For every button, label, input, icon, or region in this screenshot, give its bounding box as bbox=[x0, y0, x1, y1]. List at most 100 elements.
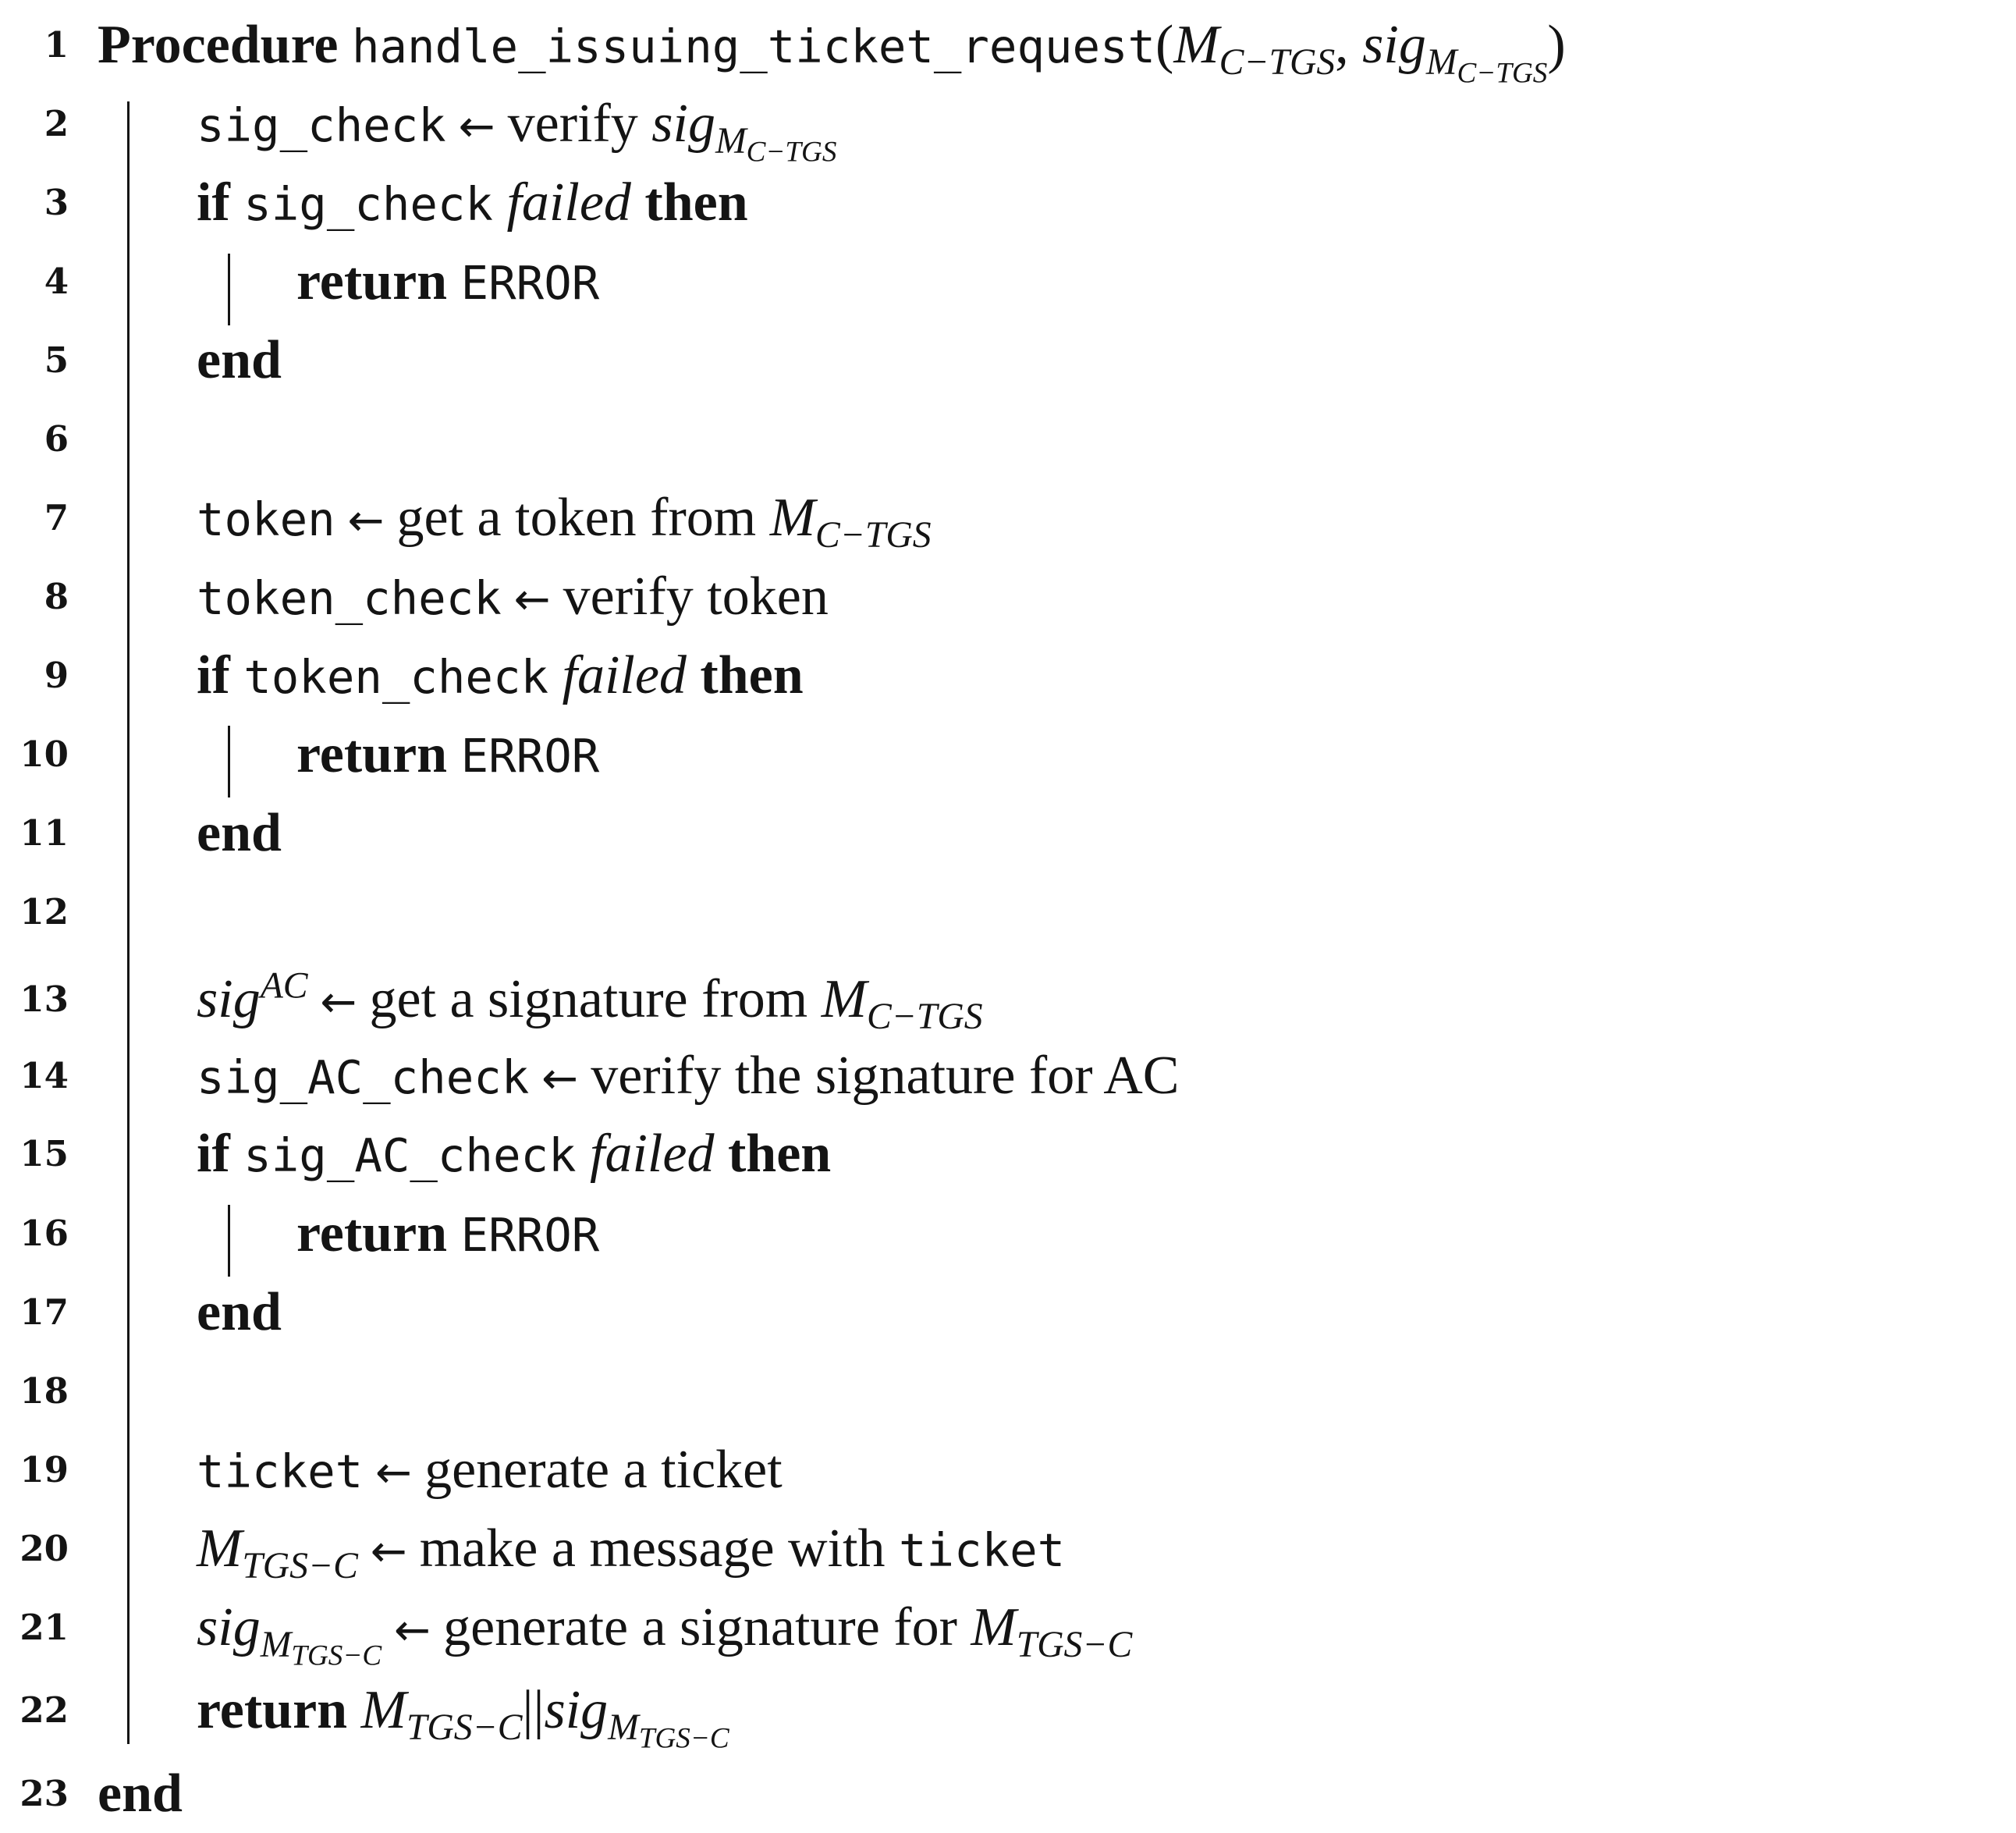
variable: ticket bbox=[898, 1523, 1066, 1577]
statement-text: make a message with bbox=[419, 1519, 886, 1579]
algorithm-line: 11 end bbox=[0, 794, 2016, 872]
algorithm-line: 3 if sig_check failed then bbox=[0, 163, 2016, 242]
close-paren: ) bbox=[1547, 15, 1566, 75]
variable: token bbox=[197, 492, 335, 546]
line-number: 12 bbox=[20, 891, 69, 932]
variable: sig_check bbox=[243, 177, 493, 231]
if-body-rule bbox=[228, 726, 230, 797]
algorithm-line: 4 return ERROR bbox=[0, 242, 2016, 321]
statement-text: verify bbox=[507, 94, 638, 154]
algorithm-line: 17 end bbox=[0, 1273, 2016, 1352]
then-keyword: then bbox=[700, 645, 804, 705]
concat-operator: || bbox=[522, 1680, 545, 1740]
statement-text: generate a ticket bbox=[424, 1440, 783, 1500]
end-keyword: end bbox=[197, 1282, 282, 1342]
algorithm-line: 22 return MTGS−C||sigMTGS−C bbox=[0, 1671, 2016, 1755]
failed-text: failed bbox=[562, 645, 687, 705]
if-body-rule bbox=[228, 1205, 230, 1277]
line-number: 3 bbox=[44, 182, 69, 223]
failed-text: failed bbox=[590, 1124, 715, 1184]
math-symbol: MC−TGS bbox=[1173, 15, 1336, 83]
error-value: ERROR bbox=[460, 1208, 600, 1262]
line-content: sigAC←get a signature from MC−TGS bbox=[197, 960, 983, 1042]
procedure-keyword: Procedure bbox=[98, 15, 339, 75]
algorithm-line: 10 return ERROR bbox=[0, 715, 2016, 794]
procedure-name: handle_issuing_ticket_request bbox=[351, 20, 1156, 73]
line-content: sig_AC_check←verify the signature for AC bbox=[197, 1036, 1179, 1118]
comma: , bbox=[1335, 15, 1349, 75]
math-symbol: sigMTGS−C bbox=[197, 1597, 382, 1672]
assign-arrow: ← bbox=[347, 496, 385, 546]
line-number: 21 bbox=[20, 1607, 69, 1648]
variable: ticket bbox=[197, 1444, 364, 1498]
end-keyword: end bbox=[98, 1764, 183, 1824]
return-keyword: return bbox=[296, 251, 448, 311]
line-content: if sig_check failed then bbox=[197, 163, 748, 243]
line-number: 11 bbox=[20, 812, 69, 854]
algorithm-line: 5 end bbox=[0, 321, 2016, 400]
line-number: 6 bbox=[44, 418, 69, 460]
algorithm-line: 20 MTGS−C←make a message with ticket bbox=[0, 1509, 2016, 1588]
line-content: token←get a token from MC−TGS bbox=[197, 478, 932, 560]
variable: sig_AC_check bbox=[243, 1128, 577, 1182]
line-content: ticket←generate a ticket bbox=[197, 1430, 783, 1512]
line-number: 7 bbox=[44, 497, 69, 538]
algorithm-line: 15 if sig_AC_check failed then bbox=[0, 1114, 2016, 1193]
then-keyword: then bbox=[644, 172, 748, 233]
math-symbol: sigAC bbox=[197, 965, 308, 1029]
if-keyword: if bbox=[197, 1124, 230, 1184]
line-content: if token_check failed then bbox=[197, 636, 804, 716]
algorithm-line: 7 token←get a token from MC−TGS bbox=[0, 478, 2016, 557]
line-content: return MTGS−C||sigMTGS−C bbox=[197, 1671, 729, 1755]
algorithm-line: 6 bbox=[0, 400, 2016, 478]
assign-arrow: ← bbox=[320, 977, 357, 1028]
line-number: 8 bbox=[44, 576, 69, 617]
variable: sig_check bbox=[197, 98, 446, 152]
end-keyword: end bbox=[197, 330, 282, 390]
statement-text: verify token bbox=[563, 567, 829, 627]
line-content: return ERROR bbox=[296, 242, 599, 322]
math-symbol: MTGS−C bbox=[360, 1680, 523, 1748]
line-number: 15 bbox=[20, 1133, 69, 1174]
line-content: return ERROR bbox=[296, 1194, 599, 1274]
statement-text: get a signature from bbox=[369, 969, 808, 1029]
assign-arrow: ← bbox=[541, 1053, 579, 1104]
line-number: 13 bbox=[20, 979, 69, 1020]
error-value: ERROR bbox=[460, 256, 600, 310]
line-number: 14 bbox=[20, 1055, 69, 1096]
line-content: if sig_AC_check failed then bbox=[197, 1114, 831, 1195]
math-symbol: sigMTGS−C bbox=[544, 1680, 729, 1755]
math-symbol: MTGS−C bbox=[971, 1597, 1133, 1665]
algorithm-line: 19 ticket←generate a ticket bbox=[0, 1430, 2016, 1509]
line-number: 10 bbox=[20, 734, 69, 775]
algorithm-line: 14 sig_AC_check←verify the signature for… bbox=[0, 1036, 2016, 1115]
end-keyword: end bbox=[197, 803, 282, 863]
algorithm-line: 8 token_check←verify token bbox=[0, 557, 2016, 636]
assign-arrow: ← bbox=[375, 1448, 413, 1498]
algorithm-line: 21 sigMTGS−C←generate a signature for MT… bbox=[0, 1588, 2016, 1672]
variable: token_check bbox=[243, 650, 548, 704]
algorithm-line: 18 bbox=[0, 1352, 2016, 1430]
line-content: sig_check←verify sigMC−TGS bbox=[197, 84, 837, 169]
return-keyword: return bbox=[197, 1680, 348, 1740]
line-content: token_check←verify token bbox=[197, 557, 829, 639]
line-number: 2 bbox=[44, 103, 69, 144]
math-symbol: MC−TGS bbox=[769, 488, 932, 556]
assign-arrow: ← bbox=[370, 1526, 407, 1577]
assign-arrow: ← bbox=[513, 574, 551, 625]
statement-text: generate a signature for bbox=[443, 1597, 957, 1657]
math-symbol: MC−TGS bbox=[821, 969, 983, 1037]
open-paren: ( bbox=[1155, 15, 1174, 75]
line-content: end bbox=[98, 1754, 183, 1833]
line-content: end bbox=[197, 1273, 282, 1352]
line-content: end bbox=[197, 321, 282, 400]
line-number: 16 bbox=[20, 1213, 69, 1254]
line-content: Procedure handle_issuing_ticket_request(… bbox=[98, 5, 1566, 88]
algorithm-line: 13 sigAC←get a signature from MC−TGS bbox=[0, 960, 2016, 1039]
variable: token_check bbox=[197, 571, 502, 625]
line-number: 22 bbox=[20, 1689, 69, 1731]
math-symbol: sigMC−TGS bbox=[651, 94, 837, 169]
return-keyword: return bbox=[296, 1203, 448, 1263]
math-symbol: MTGS−C bbox=[197, 1519, 358, 1586]
